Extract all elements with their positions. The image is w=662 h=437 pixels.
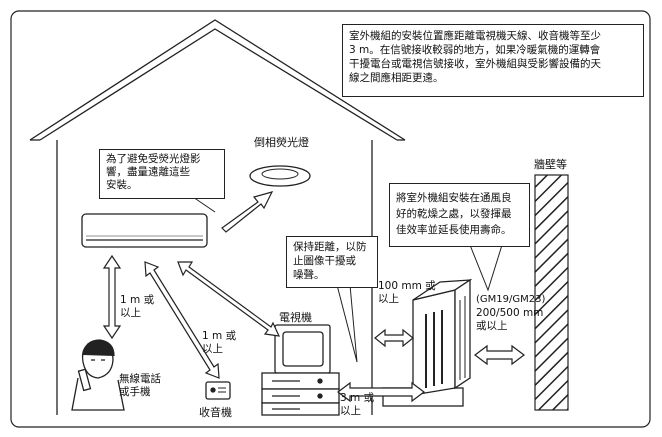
wall-distance-label: 100 mm 或 以上: [378, 280, 436, 306]
phone-distance-label: 1 m 或 以上: [120, 294, 154, 320]
callout-line: 佳效率並延長使用壽命。: [396, 224, 512, 236]
distance-line: 或以上: [476, 320, 508, 332]
callout-line: 為了避免受熒光燈影: [106, 153, 201, 165]
tv-label: 電視機: [279, 311, 312, 324]
wall-hatched: [534, 174, 569, 411]
callout-line: 安裝。: [106, 179, 138, 191]
distance-line: 以上: [120, 307, 141, 319]
radio-label: 收音機: [199, 406, 232, 419]
phone-label: 無線電話 或手機: [119, 373, 161, 399]
distance-arrows: [102, 191, 525, 403]
distance-line: 3 m 或: [340, 392, 375, 404]
distance-line: 以上: [202, 343, 223, 355]
outdoor-placement-callout: 將室外機組安裝在通風良 好的乾燥之處，以發揮最 佳效率並延長使用壽命。: [389, 183, 530, 247]
phone-label-line: 無線電話: [119, 373, 161, 385]
fluorescent-note-callout: 為了避免受熒光燈影 響，盡量遠離這些 安裝。: [99, 149, 225, 199]
callout-line: 響，盡量遠離這些: [106, 166, 190, 178]
keep-distance-callout: 保持距離，以防 止圖像干擾或 噪聲。: [286, 236, 378, 288]
callout-line: 保持距離，以防: [293, 241, 367, 253]
notice-box: 室外機組的安裝位置應距離電視機天線、收音機等至少 3 m。在信號接收較弱的地方，…: [342, 24, 644, 97]
phone-label-line: 或手機: [119, 386, 151, 398]
callout-line: 噪聲。: [293, 269, 325, 281]
distance-line: 100 mm 或: [378, 280, 436, 292]
notice-line: 3 m。在信號接收較弱的地方，如果冷暖氣機的運轉會: [349, 44, 601, 56]
distance-line: 以上: [340, 405, 361, 417]
tv-distance-label: 3 m 或 以上: [340, 392, 374, 418]
distance-line: 以上: [378, 293, 399, 305]
phone-user: [71, 339, 125, 411]
model-note-label: (GM19/GM23): [476, 294, 546, 305]
distance-line: 1 m 或: [202, 330, 237, 342]
inverter-lamp-label: 倒相熒光燈: [254, 136, 309, 149]
wall-label: 牆壁等: [534, 158, 567, 171]
notice-line: 線之間應相距更遠。: [349, 72, 444, 84]
tv-set: [261, 324, 340, 416]
radio-distance-label: 1 m 或 以上: [202, 330, 236, 356]
notice-line: 室外機組的安裝位置應距離電視機天線、收音機等至少: [349, 30, 601, 42]
callout-line: 好的乾燥之處，以發揮最: [396, 208, 512, 220]
callout-line: 將室外機組安裝在通風良: [396, 192, 512, 204]
rear-distance-label: 200/500 mm 或以上: [476, 307, 543, 333]
house-roof: [29, 19, 406, 415]
indoor-unit: [81, 213, 208, 248]
diagram-frame: [10, 10, 651, 428]
distance-line: 1 m 或: [120, 294, 155, 306]
distance-line: 200/500 mm: [476, 307, 544, 319]
ceiling-lamp: [249, 165, 311, 187]
callout-line: 止圖像干擾或: [293, 255, 356, 267]
radio: [205, 381, 231, 400]
notice-line: 干擾電台或電視信號接收，室外機組與受影響設備的天: [349, 58, 601, 70]
